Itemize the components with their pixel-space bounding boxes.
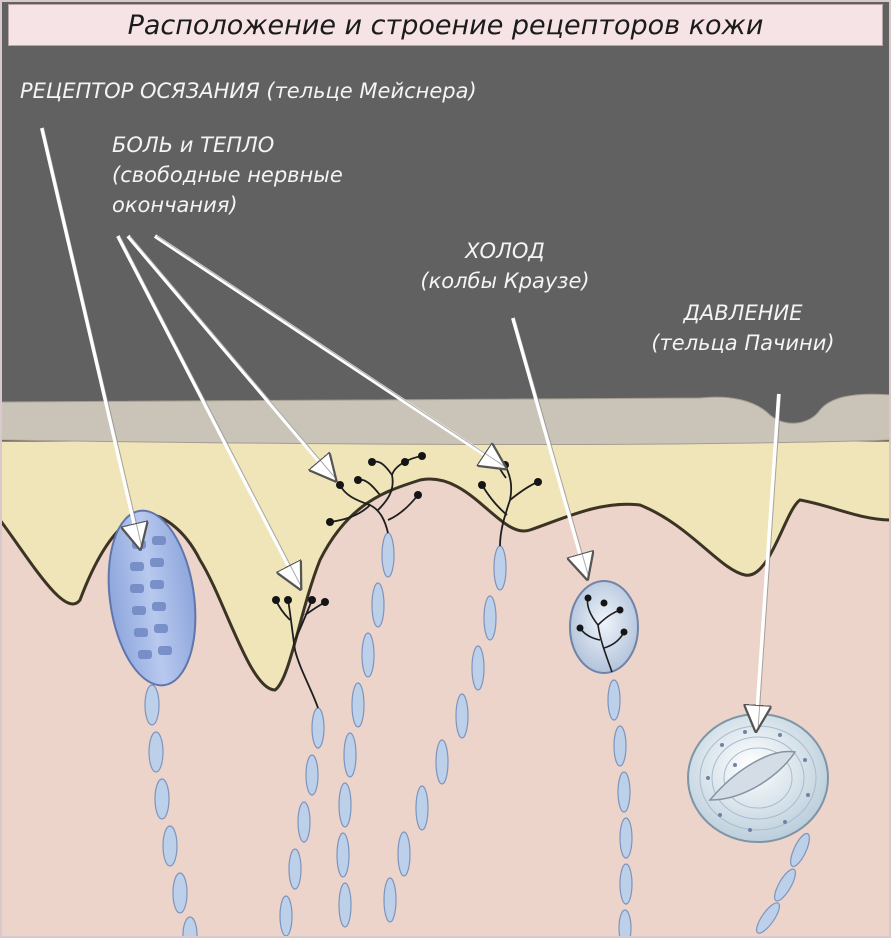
pacinian-corpuscle — [688, 714, 828, 842]
label-touch-line1: РЕЦЕПТОР ОСЯЗАНИЯ (тельце Мейснера) — [20, 76, 477, 106]
label-cold-line1: ХОЛОД — [380, 236, 630, 266]
label-pain-line2: (свободные нервные — [112, 160, 343, 190]
label-touch-receptor: РЕЦЕПТОР ОСЯЗАНИЯ (тельце Мейснера) — [20, 76, 477, 106]
label-cold: ХОЛОД (колбы Краузе) — [380, 236, 630, 296]
label-pressure-line1: ДАВЛЕНИЕ — [618, 298, 868, 328]
diagram-title: Расположение и строение рецепторов кожи — [128, 10, 764, 41]
label-cold-line2: (колбы Краузе) — [380, 266, 630, 296]
label-pressure: ДАВЛЕНИЕ (тельца Пачини) — [618, 298, 868, 358]
label-pain-heat: БОЛЬ и ТЕПЛО (свободные нервные окончани… — [112, 130, 343, 220]
krause-end-bulb — [570, 581, 638, 673]
label-pain-line1: БОЛЬ и ТЕПЛО — [112, 130, 343, 160]
label-pressure-line2: (тельца Пачини) — [618, 328, 868, 358]
label-pain-line3: окончания) — [112, 190, 343, 220]
title-bar: Расположение и строение рецепторов кожи — [8, 4, 883, 46]
